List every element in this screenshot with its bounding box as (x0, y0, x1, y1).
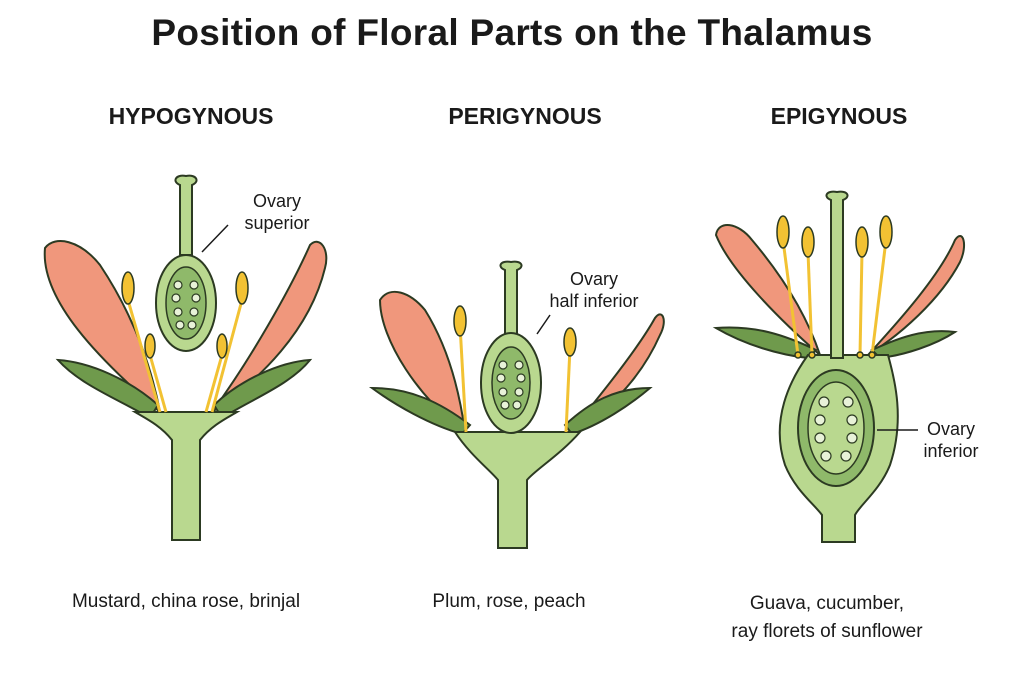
perigynous-stamens (453, 305, 577, 433)
epigynous-petal-right (867, 234, 966, 356)
epigynous-ovary-label-line2: inferior (923, 441, 979, 461)
epigynous-ovules (814, 396, 858, 462)
hypogynous-stalk (131, 411, 241, 541)
heading-epigynous: EPIGYNOUS (770, 103, 908, 129)
hypogynous-style (174, 174, 198, 256)
hypogynous-ovary-label-line2: superior (244, 213, 310, 233)
perigynous-sepal-right (563, 386, 653, 436)
hypogynous-ovules (171, 280, 201, 330)
heading-perigynous: PERIGYNOUS (448, 103, 602, 129)
epigynous-examples: Guava, cucumber, ray florets of sunflowe… (677, 590, 977, 646)
hypogynous-flower (43, 174, 328, 541)
perigynous-ovary-label-line1: Ovary (569, 269, 618, 289)
perigynous-ovules (496, 360, 526, 410)
perigynous-thalamus (453, 431, 583, 549)
epigynous-examples-line1: Guava, cucumber, (749, 593, 905, 614)
hypogynous-ovary-label: Ovary superior (232, 190, 322, 234)
hypogynous-petal-right (211, 240, 328, 413)
hypogynous-sepal-right (212, 358, 313, 420)
epigynous-examples-line2: ray florets of sunflower (731, 621, 923, 642)
perigynous-ovary-label: Ovary half inferior (538, 268, 650, 312)
epigynous-stamens (776, 215, 893, 359)
hypogynous-sepal-left (55, 358, 160, 420)
heading-hypogynous: HYPOGYNOUS (108, 103, 274, 129)
hypogynous-examples: Mustard, china rose, brinjal (36, 588, 336, 616)
perigynous-style (499, 260, 523, 336)
epigynous-ovary-label-line1: Ovary (926, 419, 975, 439)
perigynous-pointer (536, 314, 551, 335)
hypogynous-stamens (121, 271, 249, 413)
epigynous-flower (712, 190, 966, 543)
perigynous-ovary-label-line2: half inferior (549, 291, 639, 311)
perigynous-sepal-left (368, 386, 472, 436)
page-title: Position of Floral Parts on the Thalamus (151, 12, 873, 53)
perigynous-examples-line1: Plum, rose, peach (432, 591, 586, 612)
perigynous-petal-left (378, 290, 467, 435)
hypogynous-ovary-label-line1: Ovary (252, 191, 301, 211)
epigynous-ovary-label: Ovary inferior (916, 418, 986, 462)
hypogynous-pointer (201, 224, 229, 253)
perigynous-examples: Plum, rose, peach (359, 588, 659, 616)
perigynous-flower (368, 260, 665, 549)
hypogynous-examples-line1: Mustard, china rose, brinjal (71, 591, 301, 612)
epigynous-style (825, 190, 849, 359)
epigynous-sepal-right (870, 330, 958, 360)
